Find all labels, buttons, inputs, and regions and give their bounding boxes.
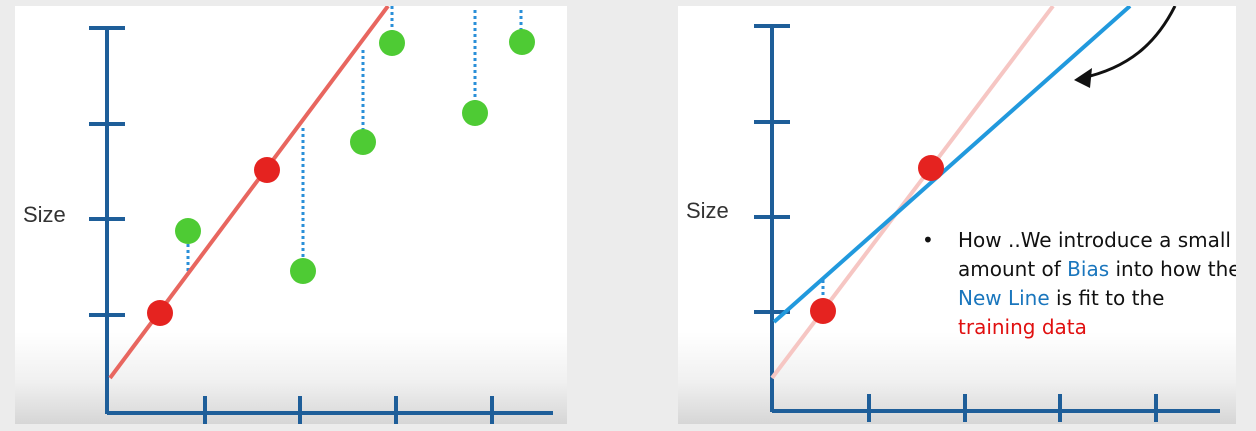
testing-data-point [509, 29, 535, 55]
y-axis-label: Size [23, 202, 66, 227]
caption-text-block: • How ..We introduce a small amount of B… [922, 226, 1236, 342]
left-plot-canvas [89, 6, 553, 424]
y-axis-label: Size [686, 198, 729, 223]
left-plot-panel: Size [15, 6, 567, 424]
testing-data-point [290, 258, 316, 284]
new-ridge-line [772, 6, 1132, 324]
training-data-point [918, 155, 944, 181]
training-data-highlight: training data [958, 315, 1087, 339]
bias-highlight: Bias [1067, 257, 1110, 281]
caption-paragraph: How ..We introduce a small amount of Bia… [958, 226, 1236, 342]
caption-part: into how the [1109, 257, 1236, 281]
training-data-point [810, 298, 836, 324]
testing-data-point [175, 218, 201, 244]
training-data-point [147, 300, 173, 326]
new-line-highlight: New Line [958, 286, 1050, 310]
right-plot-canvas [754, 6, 1220, 422]
bullet-icon: • [922, 228, 934, 252]
testing-data-point [462, 100, 488, 126]
testing-data-point [350, 129, 376, 155]
caption-part: is fit to the [1049, 286, 1165, 310]
caption-part: How ..We introduce a small amount of [958, 228, 1231, 281]
training-data-point [254, 157, 280, 183]
curved-arrow-icon [1081, 6, 1177, 80]
testing-data-point [379, 30, 405, 56]
right-plot-panel: Size • How ..We introduce a small amount… [678, 6, 1236, 424]
arrow-head-icon [1074, 68, 1092, 88]
